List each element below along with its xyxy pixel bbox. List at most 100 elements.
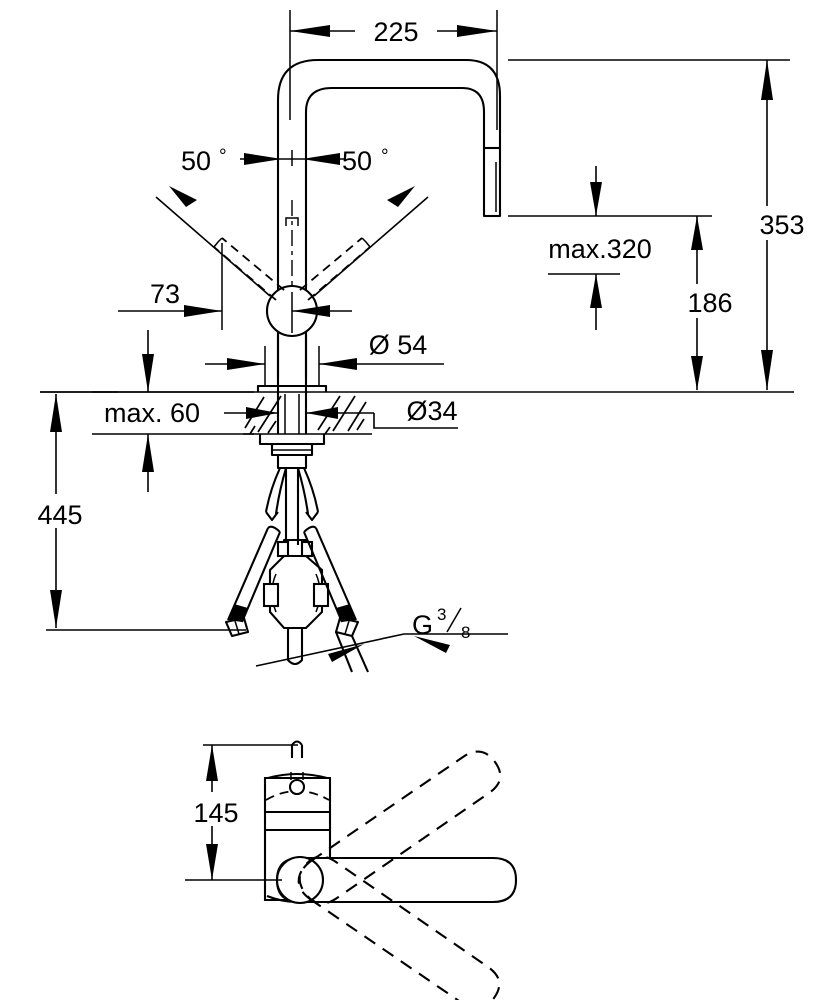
dim-d34-arrow-right [306, 407, 338, 419]
supply-hose-left-nut [224, 616, 250, 638]
hose-left-wave [264, 467, 281, 513]
dim-outlet-height: 186 [508, 215, 756, 390]
front-elevation-view: 50 ° 50 ° 225 73 [16, 10, 830, 673]
dim-145-text-mask [170, 792, 262, 826]
plan-lever-phantom-lower [297, 855, 501, 1000]
swivel-left-degree-symbol: ° [219, 146, 227, 167]
dim-225-arrow-right [457, 25, 497, 37]
lever-phantom-right-edge-b [299, 237, 363, 291]
dim-353-label: 353 [759, 210, 804, 240]
dim-73-arrow-inner [292, 305, 330, 317]
angle-arrow-bar-right [302, 153, 340, 165]
hose-right-wave [303, 467, 320, 513]
plan-body-top-cap [267, 772, 328, 780]
dim-73-label: 73 [150, 279, 180, 309]
supply-hose-left-cap [267, 525, 281, 533]
thread-label-g: G [412, 610, 433, 640]
thread-leader-line [255, 633, 508, 667]
dim-spout-reach: 225 [289, 10, 498, 130]
dim-145-arrow-top [206, 745, 218, 781]
dim-225-arrow-left [290, 25, 330, 37]
lever-phantom-left-edge-b [221, 237, 285, 291]
dim-max320-text-mask [512, 228, 688, 262]
dim-225-text-mask [355, 14, 437, 48]
angle-leader-right [313, 196, 429, 297]
dim-186-text-mask [664, 284, 756, 318]
plan-spigot-cap [291, 740, 303, 746]
dim-d34-leader [373, 413, 458, 429]
angle-arrow-bar-left [244, 153, 282, 165]
supply-hose-right-nut-seam [344, 620, 350, 635]
base-escutcheon [256, 384, 328, 392]
angle-arrow-left-outer [169, 186, 197, 207]
hose-left-wave-inner [274, 467, 288, 515]
dim-max60-label: max. 60 [104, 398, 200, 428]
dim-186-label: 186 [687, 288, 732, 318]
hose-left-cap [265, 511, 279, 522]
plan-lever-phantom-upper [298, 750, 502, 905]
dim-445-arrow-bottom [50, 590, 62, 628]
dim-handle-offset: 73 [118, 243, 352, 330]
dim-445-text-mask [16, 494, 112, 528]
column-detail-notch [285, 217, 299, 226]
thread-numerator: 3 [437, 605, 446, 624]
swivel-right-degree-symbol: ° [381, 146, 389, 167]
thread-leader-arrow-left [328, 644, 364, 662]
dim-max60-arrow-bottom [142, 434, 154, 472]
dim-max320-arrow-bottom [590, 274, 602, 308]
thread-callout: G 3 8 [255, 605, 508, 667]
dim-d54-label: Ø 54 [369, 330, 428, 360]
dim-445-label: 445 [37, 500, 82, 530]
dim-d54-arrow-left [227, 358, 265, 370]
dim-d34-text-mask [382, 396, 482, 426]
thread-denominator: 8 [461, 623, 470, 642]
angle-leader-left [155, 196, 271, 297]
dim-max60-arrow-top [142, 354, 154, 392]
thread-leader-arrow-right [414, 636, 450, 653]
plan-spigot-mark [290, 745, 304, 758]
lever-phantom-right-cap [361, 237, 371, 248]
plan-lever-solid [275, 855, 518, 905]
dim-353-arrow-bottom [761, 350, 773, 390]
spout-inner-contour [304, 86, 486, 378]
angle-arrow-right-outer [387, 186, 415, 207]
hose-right-wave-inner [296, 467, 310, 515]
plan-lever-phantom-upper-outline [298, 750, 502, 905]
mounting-washer [258, 434, 326, 446]
dim-d34-arrow-left [246, 407, 278, 419]
hose-weight-assembly [224, 467, 369, 673]
counterweight-bottom-stub [286, 628, 304, 666]
spout-outer-contour [276, 58, 502, 378]
counterweight-body [268, 554, 324, 630]
dim-186-arrow-bottom [691, 356, 703, 390]
dim-hose-length: 445 [16, 391, 246, 631]
dim-353-arrow-top [761, 60, 773, 100]
dim-plan-depth: 145 [170, 740, 304, 881]
dim-deck-thickness: max. 60 [72, 330, 254, 492]
dim-353-text-mask [735, 206, 830, 240]
dim-445-arrow-top [50, 394, 62, 432]
swivel-left-label: 50 [181, 146, 211, 176]
supply-hose-right-cap [303, 525, 317, 533]
dim-225-label: 225 [373, 17, 418, 47]
dim-186-arrow-top [691, 216, 703, 250]
spout-body [276, 58, 502, 378]
dim-145-label: 145 [193, 798, 238, 828]
dim-hole-diameter: Ø34 [224, 396, 482, 429]
dim-max320-arrow-top [590, 182, 602, 216]
supply-hose-left-nut-seam [234, 620, 240, 635]
dim-base-diameter: Ø 54 [205, 330, 444, 386]
dim-spout-max-height: max.320 [512, 166, 688, 330]
dim-73-arrow [184, 305, 222, 317]
dim-max320-label: max.320 [548, 234, 652, 264]
swivel-right-label: 50 [342, 146, 372, 176]
hose-right-cap [305, 511, 319, 522]
supply-hose-right-edge-b [303, 531, 343, 623]
dim-d54-arrow-right [319, 358, 357, 370]
counterweight-clip-left [262, 582, 280, 608]
supply-hose-right-tail-a [351, 635, 369, 673]
dim-max60-text-mask [72, 398, 232, 428]
